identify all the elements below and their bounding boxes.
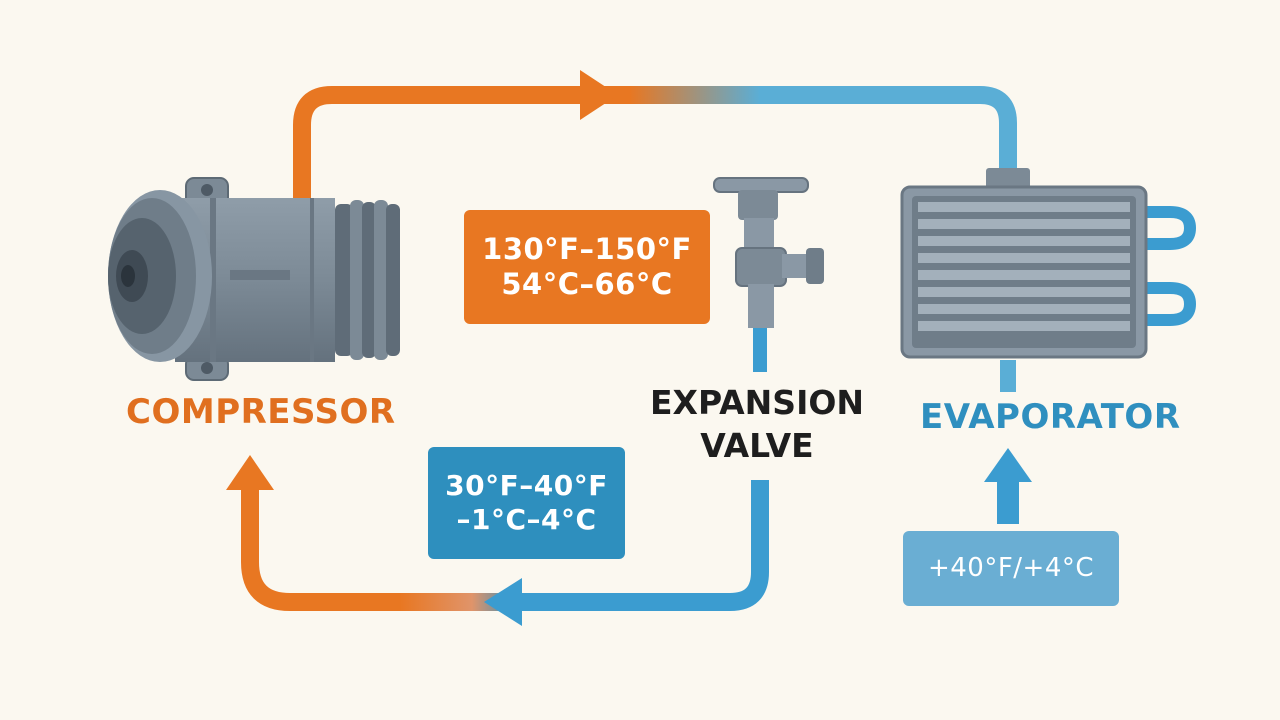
- high-side-fahrenheit: 130°F–150°F: [482, 232, 692, 267]
- arrow-up-evaporator-shaft: [997, 478, 1019, 524]
- suction-line: [241, 488, 500, 611]
- expansion-valve-icon: [713, 177, 824, 328]
- flow-arrow-icon: [226, 70, 1032, 626]
- evaporator-icon: [900, 168, 1197, 359]
- arrow-up-evaporator: [984, 448, 1032, 482]
- arrow-up-compressor: [226, 455, 274, 490]
- compressor-label: COMPRESSOR: [126, 392, 396, 432]
- compressor-icon: [108, 177, 400, 381]
- high-side-celsius: 54°C–66°C: [501, 267, 673, 301]
- flow-lines: [241, 86, 1017, 611]
- low-side-celsius: –1°C–4°C: [456, 503, 597, 536]
- top-transition-line: [600, 86, 1017, 170]
- evaporator-label: EVAPORATOR: [920, 397, 1181, 437]
- ambient-temperature-box: +40°F/+4°C: [903, 531, 1119, 606]
- expansion-valve-label-line-2: VALVE: [700, 425, 814, 465]
- arrow-bottom-left: [484, 578, 522, 626]
- cold-return-line: [500, 480, 769, 611]
- low-side-fahrenheit: 30°F–40°F: [445, 469, 608, 503]
- arrow-top-right: [580, 70, 618, 120]
- ambient-temperature: +40°F/+4°C: [927, 552, 1095, 583]
- expansion-valve-label: EXPANSION VALVE: [650, 382, 864, 468]
- low-side-temperature-box: 30°F–40°F –1°C–4°C: [428, 447, 625, 559]
- high-side-temperature-box: 130°F–150°F 54°C–66°C: [464, 210, 710, 324]
- hot-discharge-line: [293, 86, 600, 200]
- expansion-valve-label-line-1: EXPANSION: [650, 383, 865, 422]
